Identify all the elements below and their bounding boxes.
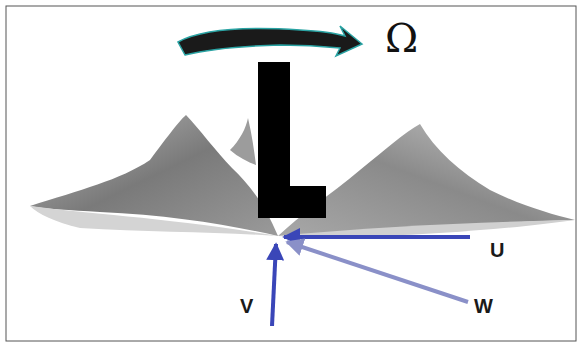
left-blade — [30, 115, 278, 236]
rotor-hub — [258, 186, 326, 218]
left-blade-underside — [30, 206, 278, 236]
velocity-label: W — [474, 296, 493, 316]
u-vector — [284, 235, 470, 239]
v-vector — [272, 244, 276, 326]
right-blade-underside — [278, 220, 575, 237]
velocity-label: V — [240, 296, 253, 316]
w-vector — [287, 242, 468, 302]
rotation-arrow — [178, 26, 362, 56]
velocity-label: U — [490, 240, 504, 260]
right-blade — [278, 124, 575, 236]
rotation-symbol: Ω — [385, 18, 418, 58]
